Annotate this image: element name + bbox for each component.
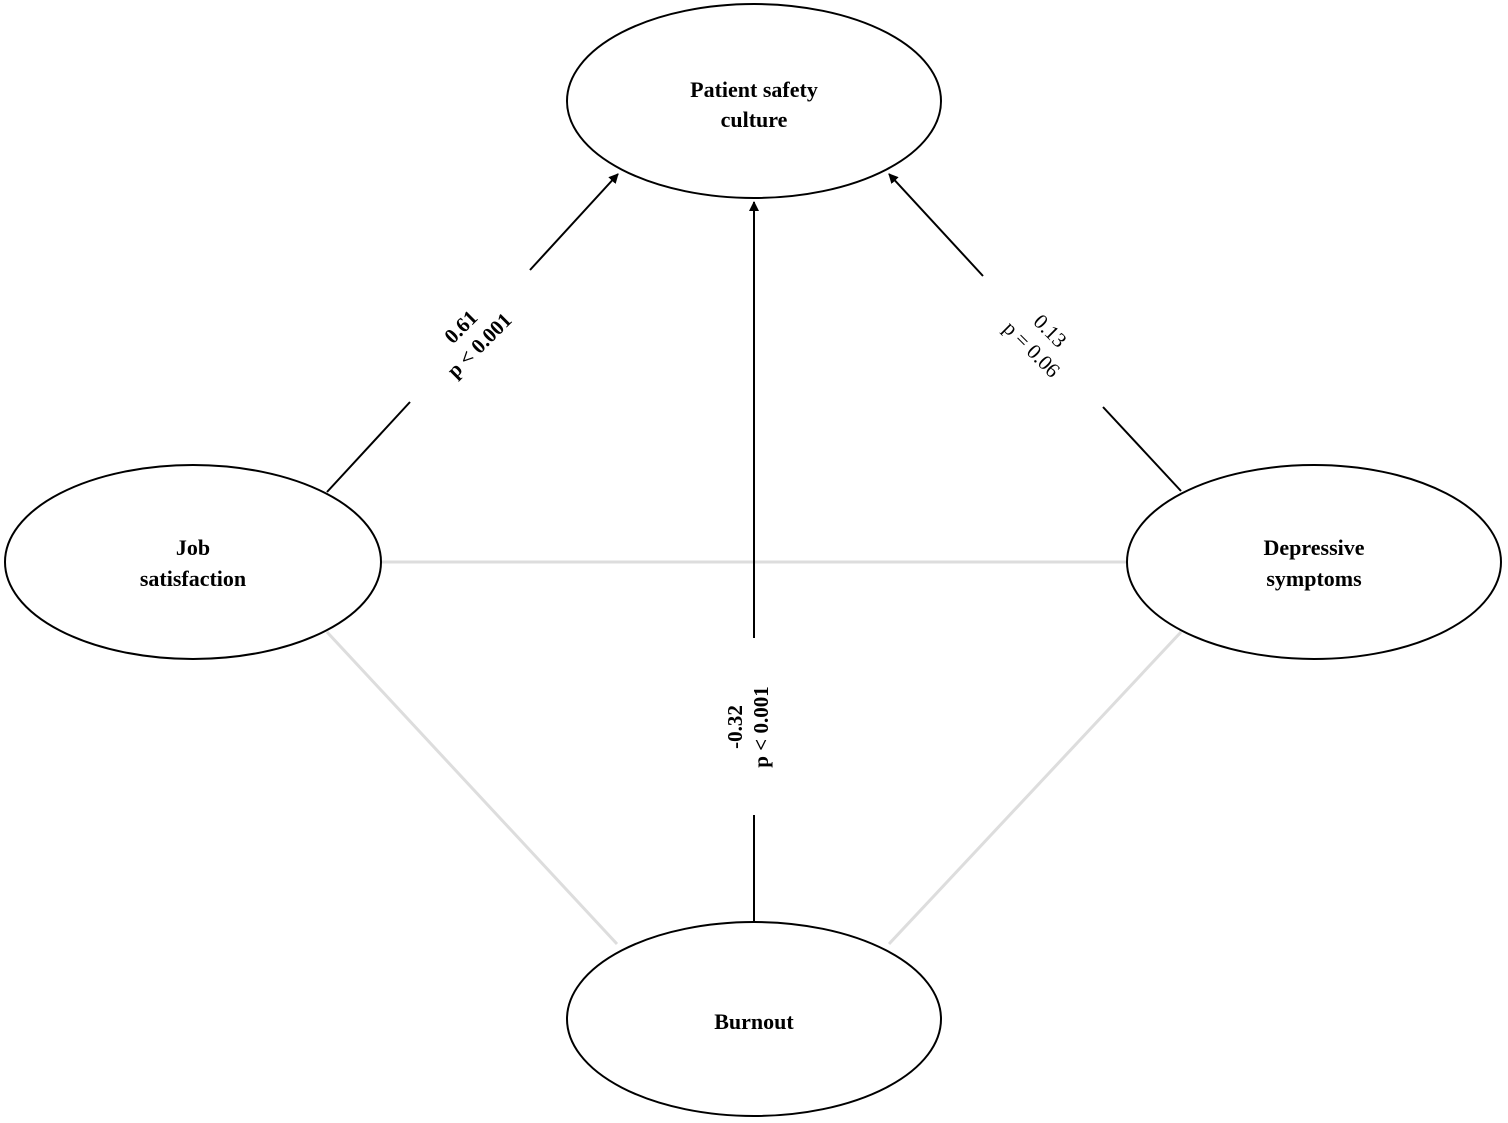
node-label-line2: satisfaction: [140, 566, 246, 591]
correlation-depressive-burnout: [887, 630, 1183, 946]
label-job-to-psc: 0.61 p < 0.001: [439, 305, 516, 382]
label-dep-to-psc: 0.13 p = 0.06: [999, 309, 1072, 382]
node-label-line2: symptoms: [1266, 566, 1362, 591]
path-dep-to-psc-lower: [1102, 406, 1182, 492]
path-job-to-psc-lower: [326, 401, 411, 493]
node-label-line1: Patient safety: [690, 77, 818, 102]
path-dep-to-psc-upper: [888, 173, 984, 277]
node-label-line1: Burnout: [714, 1009, 794, 1034]
node-label-line1: Depressive: [1263, 535, 1364, 560]
correlation-job-burnout: [325, 630, 619, 946]
node-job-satisfaction: Job satisfaction: [4, 464, 382, 660]
label-burnout-to-psc: -0.32 p < 0.001: [723, 686, 773, 767]
node-patient-safety-culture: Patient safety culture: [566, 3, 942, 199]
path-job-to-psc-upper: [529, 173, 619, 271]
node-depressive-symptoms: Depressive symptoms: [1126, 464, 1502, 660]
path-p-value: p < 0.001: [749, 686, 773, 767]
node-label-line2: culture: [721, 107, 788, 132]
node-label-line1: Job: [176, 535, 210, 560]
node-burnout: Burnout: [566, 921, 942, 1117]
path-coefficient: -0.32: [723, 705, 747, 749]
